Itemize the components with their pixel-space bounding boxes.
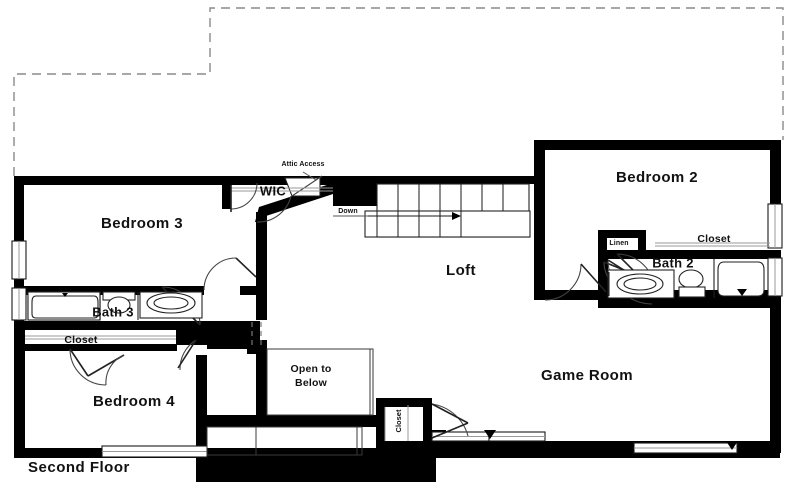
annotation-labels: Attic Access Down Closet Closet Linen Cl…: [64, 161, 731, 433]
room-label-loft: Loft: [446, 262, 476, 279]
room-label-bedroom2: Bedroom 2: [616, 169, 698, 186]
annotation-stair-down: Down: [338, 208, 357, 215]
room-label-bath3: Bath 3: [92, 304, 134, 319]
annotation-closet-hall: Closet: [394, 409, 403, 432]
room-label-bedroom3: Bedroom 3: [101, 215, 183, 232]
page-title: Second Floor: [28, 459, 130, 476]
annotation-closet-bedroom4: Closet: [64, 334, 98, 346]
staircase: [333, 183, 531, 238]
roof-overhang-dashed-outline: [13, 7, 784, 176]
attic-access-hatch: [284, 171, 323, 197]
room-label-wic: WIC: [260, 183, 286, 198]
annotation-attic-access: Attic Access: [282, 161, 325, 168]
open-to-below-railing: [206, 348, 374, 456]
room-label-bath2: Bath 2: [652, 255, 694, 270]
room-label-bedroom4: Bedroom 4: [93, 393, 175, 410]
room-label-open-to-below-line2: Below: [295, 377, 328, 389]
wall-structure: [14, 140, 781, 482]
room-labels: Bedroom 3 Bedroom 2 Bedroom 4 Game Room …: [92, 169, 698, 410]
bath2-fixtures: [607, 259, 765, 299]
room-label-gameroom: Game Room: [541, 367, 633, 384]
closet-shelving: [25, 187, 770, 441]
room-label-open-to-below-line1: Open to: [290, 363, 331, 375]
bath3-fixtures: [27, 291, 203, 321]
annotation-closet-bedroom2: Closet: [697, 233, 731, 245]
annotation-linen: Linen: [609, 240, 628, 247]
